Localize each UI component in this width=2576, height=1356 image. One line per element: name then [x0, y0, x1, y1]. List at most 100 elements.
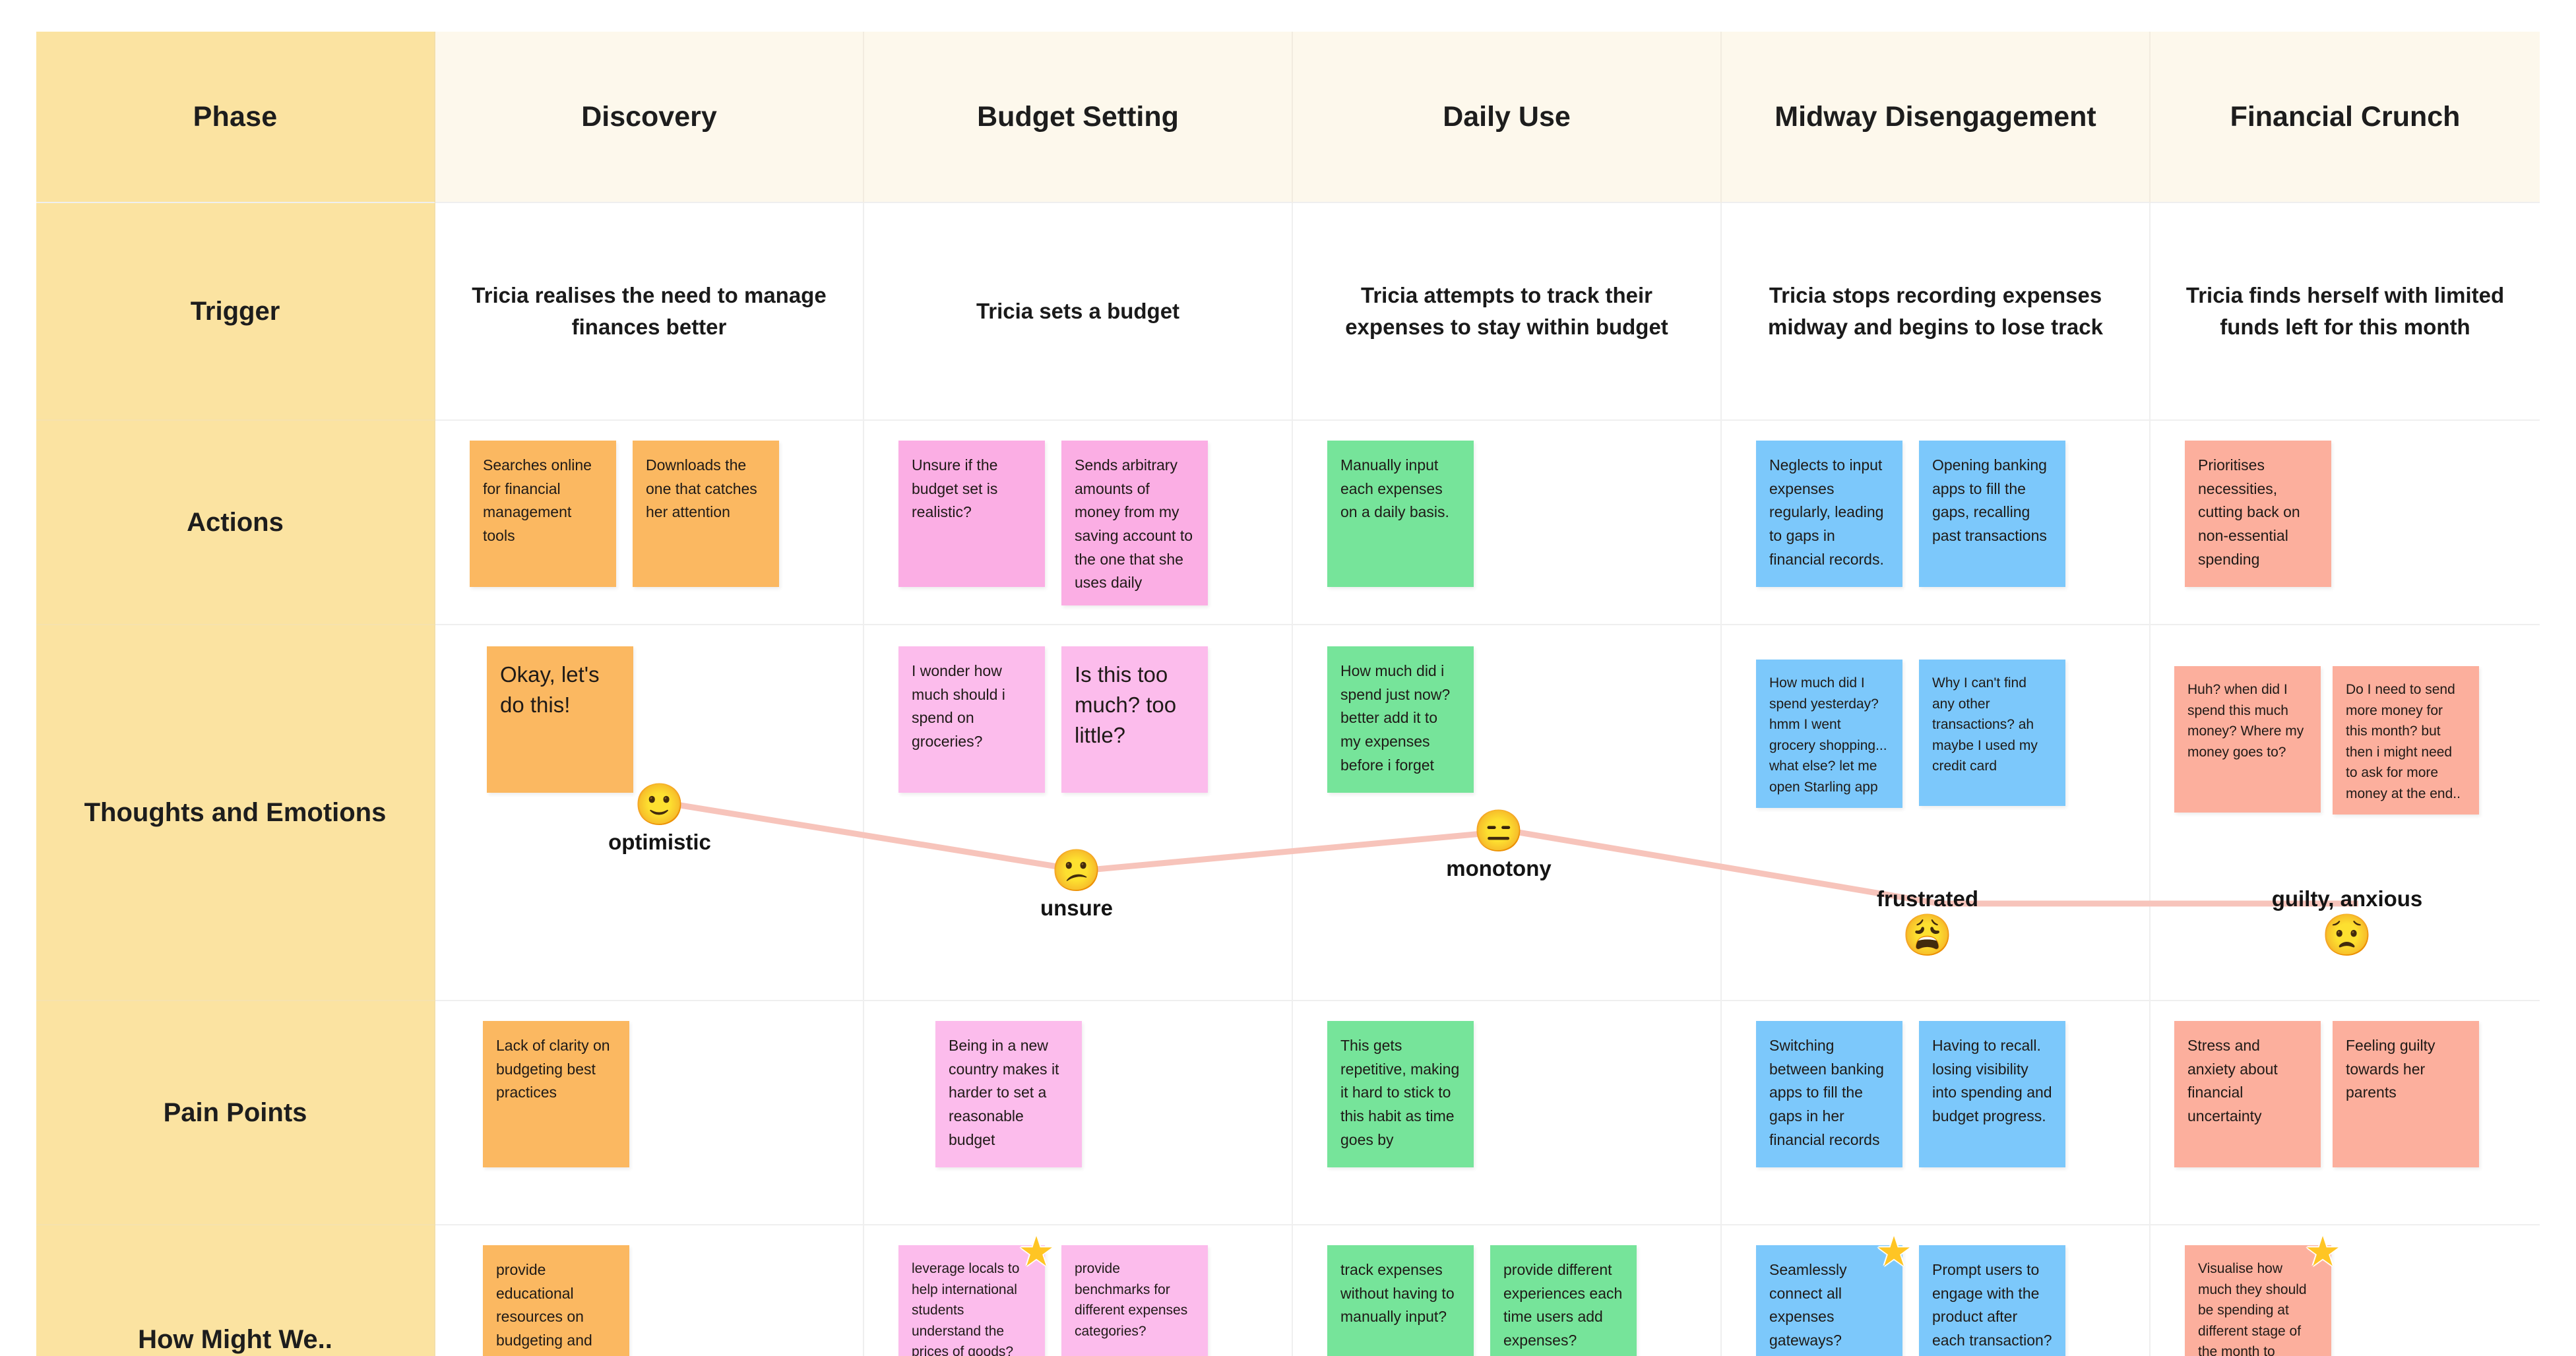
sticky-note[interactable]: Sends arbitrary amounts of money from my… — [1061, 441, 1208, 605]
sticky-note-text: provide educational resources on budgeti… — [496, 1261, 592, 1356]
emotion-face-icon: 😑 — [1473, 809, 1524, 854]
actions-cell-daily-use: Manually input each expenses on a daily … — [1293, 421, 1722, 625]
sticky-note[interactable]: Why I can't find any other transactions?… — [1919, 660, 2065, 806]
sticky-note[interactable]: Do I need to send more money for this mo… — [2333, 666, 2479, 815]
header-phase-financial-crunch[interactable]: Financial Crunch — [2151, 32, 2540, 203]
pain-points-cell-budget-setting: Being in a new country makes it harder t… — [864, 1001, 1293, 1225]
hmw-cell-daily-use: track expenses without having to manuall… — [1293, 1225, 1722, 1356]
emotion-point-unsure[interactable]: 😕unsure — [978, 851, 1176, 921]
emotion-label: optimistic — [608, 830, 711, 854]
trigger-cell-discovery: Tricia realises the need to manage finan… — [435, 203, 864, 421]
pain-points-cell-discovery: Lack of clarity on budgeting best practi… — [435, 1001, 864, 1225]
sticky-note[interactable]: Neglects to input expenses regularly, le… — [1756, 441, 1902, 587]
sticky-note-text: Seamlessly connect all expenses gateways… — [1769, 1261, 1847, 1349]
hmw-cell-discovery: provide educational resources on budgeti… — [435, 1225, 864, 1356]
emotion-label: unsure — [1040, 896, 1114, 920]
sticky-note[interactable]: I wonder how much should i spend on groc… — [898, 646, 1045, 793]
trigger-cell-crunch: Tricia finds herself with limited funds … — [2151, 203, 2540, 421]
header-phase-budget-setting-text: Budget Setting — [977, 100, 1179, 133]
row-label-actions: Actions — [36, 421, 435, 625]
sticky-note[interactable]: track expenses without having to manuall… — [1327, 1245, 1474, 1356]
header-phase-midway-disengagement[interactable]: Midway Disengagement — [1722, 32, 2151, 203]
sticky-note[interactable]: Seamlessly connect all expenses gateways… — [1756, 1231, 1912, 1356]
trigger-cell-daily-use: Tricia attempts to track their expenses … — [1293, 203, 1722, 421]
header-phase-budget-setting[interactable]: Budget Setting — [864, 32, 1293, 203]
hmw-cell-midway: Seamlessly connect all expenses gateways… — [1722, 1225, 2151, 1356]
header-phase-label: Phase — [36, 32, 435, 203]
trigger-text-midway: Tricia stops recording expenses midway a… — [1768, 283, 2103, 339]
sticky-note[interactable]: provide educational resources on budgeti… — [483, 1245, 629, 1356]
sticky-note[interactable]: Visualise how much they should be spendi… — [2185, 1231, 2341, 1356]
sticky-note-text: Prompt users to engage with the product … — [1932, 1261, 2052, 1349]
star-icon: ★ — [1018, 1229, 1055, 1275]
sticky-note[interactable]: Switching between banking apps to fill t… — [1756, 1021, 1902, 1167]
sticky-note[interactable]: Unsure if the budget set is realistic? — [898, 441, 1045, 587]
row-label-trigger-text: Trigger — [190, 297, 280, 326]
emotion-point-frustrated[interactable]: frustrated😩 — [1829, 884, 2026, 956]
header-phase-daily-use[interactable]: Daily Use — [1293, 32, 1722, 203]
sticky-note[interactable]: How much did i spend just now? better ad… — [1327, 646, 1474, 793]
star-icon: ★ — [1875, 1229, 1912, 1275]
journey-map-grid: Phase Discovery Budget Setting Daily Use… — [36, 32, 2540, 1356]
emotion-point-optimistic[interactable]: 🙂optimistic — [561, 785, 759, 855]
sticky-note-text: provide benchmarks for different expense… — [1075, 1261, 1188, 1339]
sticky-note[interactable]: How much did I spend yesterday? hmm I we… — [1756, 660, 1902, 808]
sticky-note[interactable]: Lack of clarity on budgeting best practi… — [483, 1021, 629, 1167]
row-label-how-might-we: How Might We.. — [36, 1225, 435, 1356]
trigger-cell-budget-setting: Tricia sets a budget — [864, 203, 1293, 421]
thoughts-cell-budget-setting: I wonder how much should i spend on groc… — [864, 625, 1293, 1001]
sticky-note[interactable]: Having to recall. losing visibility into… — [1919, 1021, 2065, 1167]
sticky-note[interactable]: Being in a new country makes it harder t… — [935, 1021, 1082, 1167]
sticky-note[interactable]: Manually input each expenses on a daily … — [1327, 441, 1474, 587]
sticky-note[interactable]: leverage locals to help international st… — [898, 1231, 1055, 1356]
sticky-note-text: track expenses without having to manuall… — [1340, 1261, 1455, 1326]
emotion-face-icon: 🙂 — [634, 782, 685, 828]
header-phase-discovery[interactable]: Discovery — [435, 32, 864, 203]
row-label-pain-points: Pain Points — [36, 1001, 435, 1225]
sticky-note-text: leverage locals to help international st… — [912, 1261, 1020, 1356]
row-label-thoughts-text: Thoughts and Emotions — [84, 798, 387, 827]
sticky-note[interactable]: Prioritises necessities, cutting back on… — [2185, 441, 2331, 587]
row-label-hmw-text: How Might We.. — [138, 1324, 332, 1354]
header-phase-daily-use-text: Daily Use — [1443, 100, 1571, 133]
trigger-text-crunch: Tricia finds herself with limited funds … — [2185, 283, 2505, 339]
pain-points-cell-daily-use: This gets repetitive, making it hard to … — [1293, 1001, 1722, 1225]
trigger-text-discovery: Tricia realises the need to manage finan… — [472, 283, 827, 339]
header-phase-discovery-text: Discovery — [581, 100, 717, 133]
pain-points-cell-midway: Switching between banking apps to fill t… — [1722, 1001, 2151, 1225]
sticky-note[interactable]: Is this too much? too little? — [1061, 646, 1208, 793]
sticky-note[interactable]: provide benchmarks for different expense… — [1061, 1245, 1208, 1356]
phase-label-text: Phase — [193, 100, 278, 133]
emotion-label: guilty, anxious — [2271, 886, 2423, 911]
hmw-cell-crunch: Visualise how much they should be spendi… — [2151, 1225, 2540, 1356]
sticky-note[interactable]: Okay, let's do this! — [487, 646, 633, 793]
sticky-note[interactable]: Downloads the one that catches her atten… — [633, 441, 779, 587]
emotion-face-icon: 😟 — [2321, 913, 2373, 958]
emotion-point-guilty-anxious[interactable]: guilty, anxious😟 — [2248, 884, 2446, 956]
sticky-note-text: Visualise how much they should be spendi… — [2198, 1261, 2307, 1356]
actions-cell-midway: Neglects to input expenses regularly, le… — [1722, 421, 2151, 625]
sticky-note[interactable]: Searches online for financial management… — [470, 441, 616, 587]
actions-cell-budget-setting: Unsure if the budget set is realistic? S… — [864, 421, 1293, 625]
sticky-note-text: provide different experiences each time … — [1503, 1261, 1623, 1349]
header-phase-crunch-text: Financial Crunch — [2230, 100, 2461, 133]
row-label-actions-text: Actions — [187, 508, 284, 537]
sticky-note[interactable]: Stress and anxiety about financial uncer… — [2174, 1021, 2321, 1167]
header-phase-midway-text: Midway Disengagement — [1775, 100, 2096, 133]
emotion-point-monotony[interactable]: 😑monotony — [1400, 811, 1598, 881]
trigger-cell-midway: Tricia stops recording expenses midway a… — [1722, 203, 2151, 421]
pain-points-cell-crunch: Stress and anxiety about financial uncer… — [2151, 1001, 2540, 1225]
trigger-text-budget-setting: Tricia sets a budget — [976, 299, 1180, 324]
emotion-label: monotony — [1446, 856, 1552, 880]
sticky-note[interactable]: This gets repetitive, making it hard to … — [1327, 1021, 1474, 1167]
sticky-note[interactable]: Huh? when did I spend this much money? W… — [2174, 666, 2321, 813]
row-label-trigger: Trigger — [36, 203, 435, 421]
sticky-note[interactable]: Feeling guilty towards her parents — [2333, 1021, 2479, 1167]
actions-cell-crunch: Prioritises necessities, cutting back on… — [2151, 421, 2540, 625]
sticky-note[interactable]: Opening banking apps to fill the gaps, r… — [1919, 441, 2065, 587]
emotion-label: frustrated — [1876, 886, 1979, 911]
hmw-cell-budget-setting: leverage locals to help international st… — [864, 1225, 1293, 1356]
sticky-note[interactable]: provide different experiences each time … — [1490, 1245, 1637, 1356]
sticky-note[interactable]: Prompt users to engage with the product … — [1919, 1245, 2065, 1356]
